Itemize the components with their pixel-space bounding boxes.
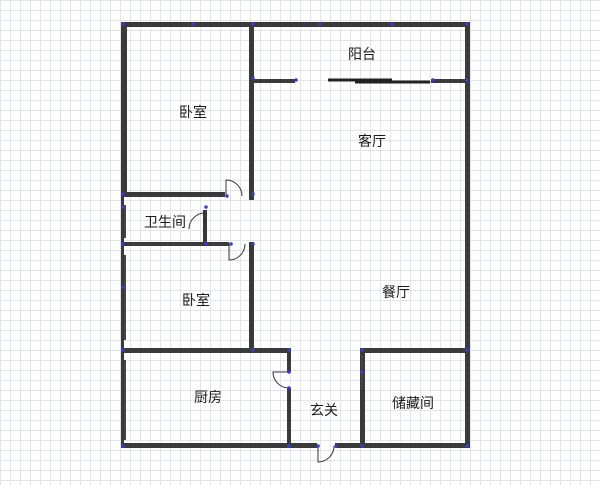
- wall-left-upper: [121, 22, 127, 196]
- label-bathroom: 卫生间: [144, 215, 186, 231]
- vertex-marker: [251, 22, 255, 26]
- wall-bathroom-bottom: [121, 242, 229, 246]
- vertex-markers: [121, 22, 469, 448]
- interior-walls: [121, 22, 470, 448]
- vertex-marker: [360, 444, 364, 448]
- vertex-marker: [204, 205, 208, 209]
- vertex-marker: [465, 22, 469, 26]
- vertex-marker: [251, 192, 255, 196]
- wall-left-lower: [121, 196, 124, 447]
- vertex-marker: [287, 444, 291, 448]
- label-kitchen: 厨房: [194, 390, 222, 406]
- wall-top: [121, 22, 470, 27]
- vertex-marker: [287, 348, 291, 352]
- doors: [188, 179, 363, 463]
- door-entrance: [317, 445, 335, 463]
- vertex-marker: [191, 22, 195, 26]
- vertex-marker: [251, 348, 255, 352]
- wall-balcony-left: [249, 79, 295, 83]
- wall-right: [465, 22, 470, 447]
- vertex-marker: [121, 192, 125, 196]
- wall-bedroom-right: [249, 22, 254, 200]
- vertex-marker: [287, 386, 291, 390]
- label-storage: 储藏间: [392, 396, 434, 412]
- vertex-marker: [318, 22, 322, 26]
- vertex-marker: [251, 76, 255, 80]
- wall-balcony-right: [431, 79, 470, 83]
- vertex-marker: [294, 78, 298, 82]
- vertex-marker: [121, 444, 125, 448]
- vertex-marker: [121, 205, 125, 209]
- wall-kitchen-top: [121, 348, 291, 353]
- balcony-sliding-door: [328, 78, 430, 84]
- vertex-marker: [316, 444, 320, 448]
- vertex-marker: [465, 348, 469, 352]
- wall-bottom-left: [121, 443, 317, 448]
- wall-kitchen-right-upper: [287, 348, 291, 372]
- vertex-marker: [204, 242, 208, 246]
- door-bedroom2: [228, 243, 246, 261]
- door-kitchen: [272, 371, 290, 389]
- vertex-marker: [465, 78, 469, 82]
- door-bathroom: [188, 212, 206, 230]
- label-dining-room: 餐厅: [382, 285, 410, 301]
- wall-storage-top: [360, 348, 470, 353]
- vertex-marker: [360, 370, 364, 374]
- vertex-marker: [431, 78, 435, 82]
- label-entrance: 玄关: [310, 402, 338, 419]
- exterior-walls: [121, 22, 470, 448]
- vertex-marker: [334, 444, 338, 448]
- vertex-marker: [287, 370, 291, 374]
- vertex-marker: [360, 348, 364, 352]
- label-balcony: 阳台: [348, 47, 376, 63]
- vertex-marker: [390, 22, 394, 26]
- vertex-marker: [225, 194, 229, 198]
- vertex-marker: [121, 348, 125, 352]
- wall-kitchen-right-lower: [287, 388, 291, 448]
- vertex-marker: [121, 285, 125, 289]
- vertex-marker: [465, 444, 469, 448]
- vertex-marker: [121, 22, 125, 26]
- vertex-marker: [229, 242, 233, 246]
- wall-bedroom-bottom: [121, 192, 225, 197]
- wall-bottom-right: [335, 443, 470, 448]
- wall-bedroom2-right: [249, 242, 254, 352]
- label-living-room: 客厅: [358, 133, 386, 150]
- door-bedroom1: [225, 179, 243, 197]
- vertex-marker: [121, 242, 125, 246]
- label-bedroom-middle: 卧室: [182, 292, 210, 309]
- label-bedroom-top: 卧室: [179, 104, 207, 121]
- room-labels: 阳台 客厅 卧室 卫生间 卧室 餐厅 厨房 玄关 储藏间: [144, 47, 434, 419]
- vertex-marker: [251, 242, 255, 246]
- wall-storage-left: [360, 348, 365, 448]
